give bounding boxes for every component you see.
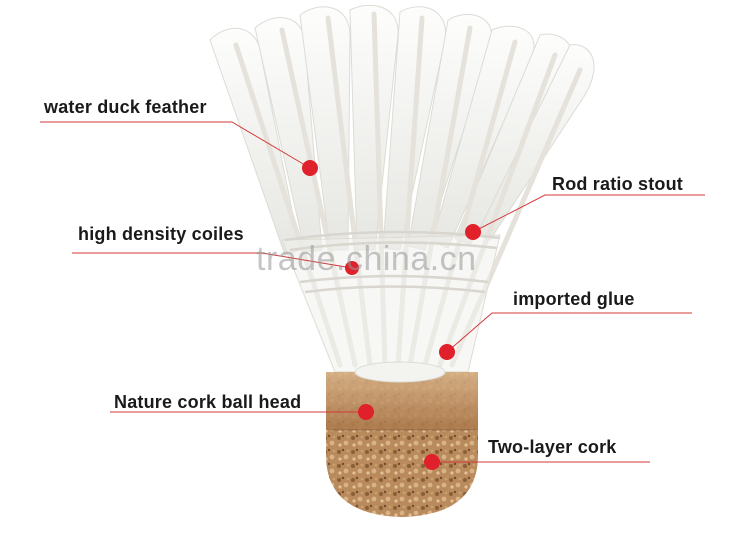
dot-rod	[465, 224, 481, 240]
feathers	[209, 4, 595, 256]
marker-dots	[302, 160, 481, 470]
label-two-layer-cork: Two-layer cork	[488, 437, 617, 457]
dot-coiles	[345, 261, 359, 275]
binding-threads	[284, 230, 501, 294]
leader-lines	[40, 121, 705, 463]
label-nature-cork-ball-head: Nature cork ball head	[114, 392, 302, 412]
dot-feather	[302, 160, 318, 176]
cork-base	[326, 361, 478, 517]
dot-cork-head	[358, 404, 374, 420]
label-water-duck-feather: water duck feather	[44, 97, 207, 117]
watermark: trade.china.cn	[256, 240, 477, 278]
label-rod-ratio-stout: Rod ratio stout	[552, 174, 683, 194]
dot-two-layer	[424, 454, 440, 470]
label-high-density-coiles: high density coiles	[78, 224, 244, 244]
dot-glue	[439, 344, 455, 360]
label-imported-glue: imported glue	[513, 289, 635, 309]
